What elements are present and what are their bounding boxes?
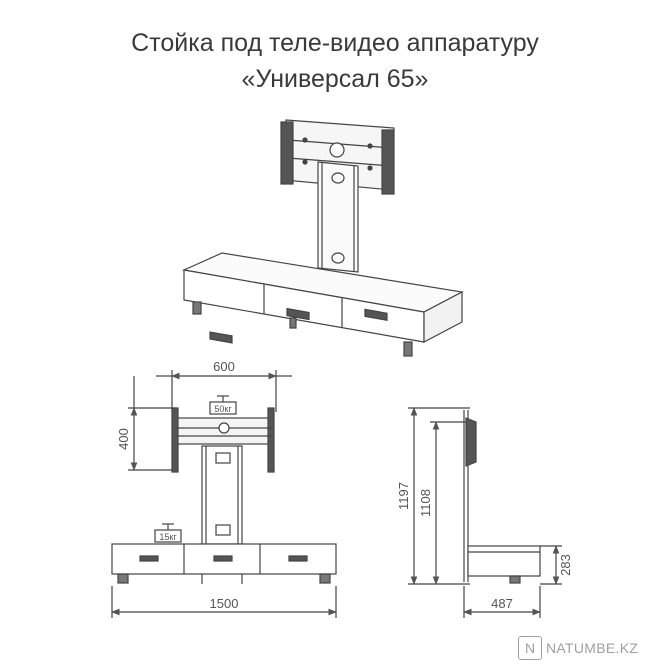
title-line-2: «Универсал 65»: [241, 65, 429, 93]
side-dim-487-label: 487: [491, 596, 513, 611]
watermark: N NATUMBE.KZ: [518, 636, 638, 660]
front-pole: [201, 445, 243, 545]
natumbe-logo-icon: N: [518, 636, 542, 660]
side-dim-283-label: 283: [558, 554, 573, 576]
side-dim-1108-label: 1108: [418, 489, 433, 517]
side-view: [408, 407, 562, 618]
front-dim-1500-label: 1500: [210, 596, 239, 611]
perspective-view: [181, 119, 464, 357]
side-cabinet: [467, 545, 541, 584]
front-dim-400-label: 400: [116, 428, 131, 450]
title-line-1: Стойка под теле-видео аппаратуру: [131, 29, 539, 57]
perspective-tv-bracket: [280, 119, 395, 195]
front-cabinet: [111, 543, 337, 584]
load-label-top: 50кг: [214, 404, 232, 414]
side-dim-1197-label: 1197: [396, 482, 411, 510]
perspective-cabinet: [181, 252, 464, 357]
watermark-text: NATUMBE.KZ: [546, 640, 639, 656]
load-label-shelf: 15кг: [159, 532, 177, 542]
front-view: [111, 370, 337, 618]
front-dim-600-label: 600: [213, 359, 235, 374]
perspective-pole: [317, 161, 359, 273]
front-tv-bracket: [171, 407, 275, 473]
